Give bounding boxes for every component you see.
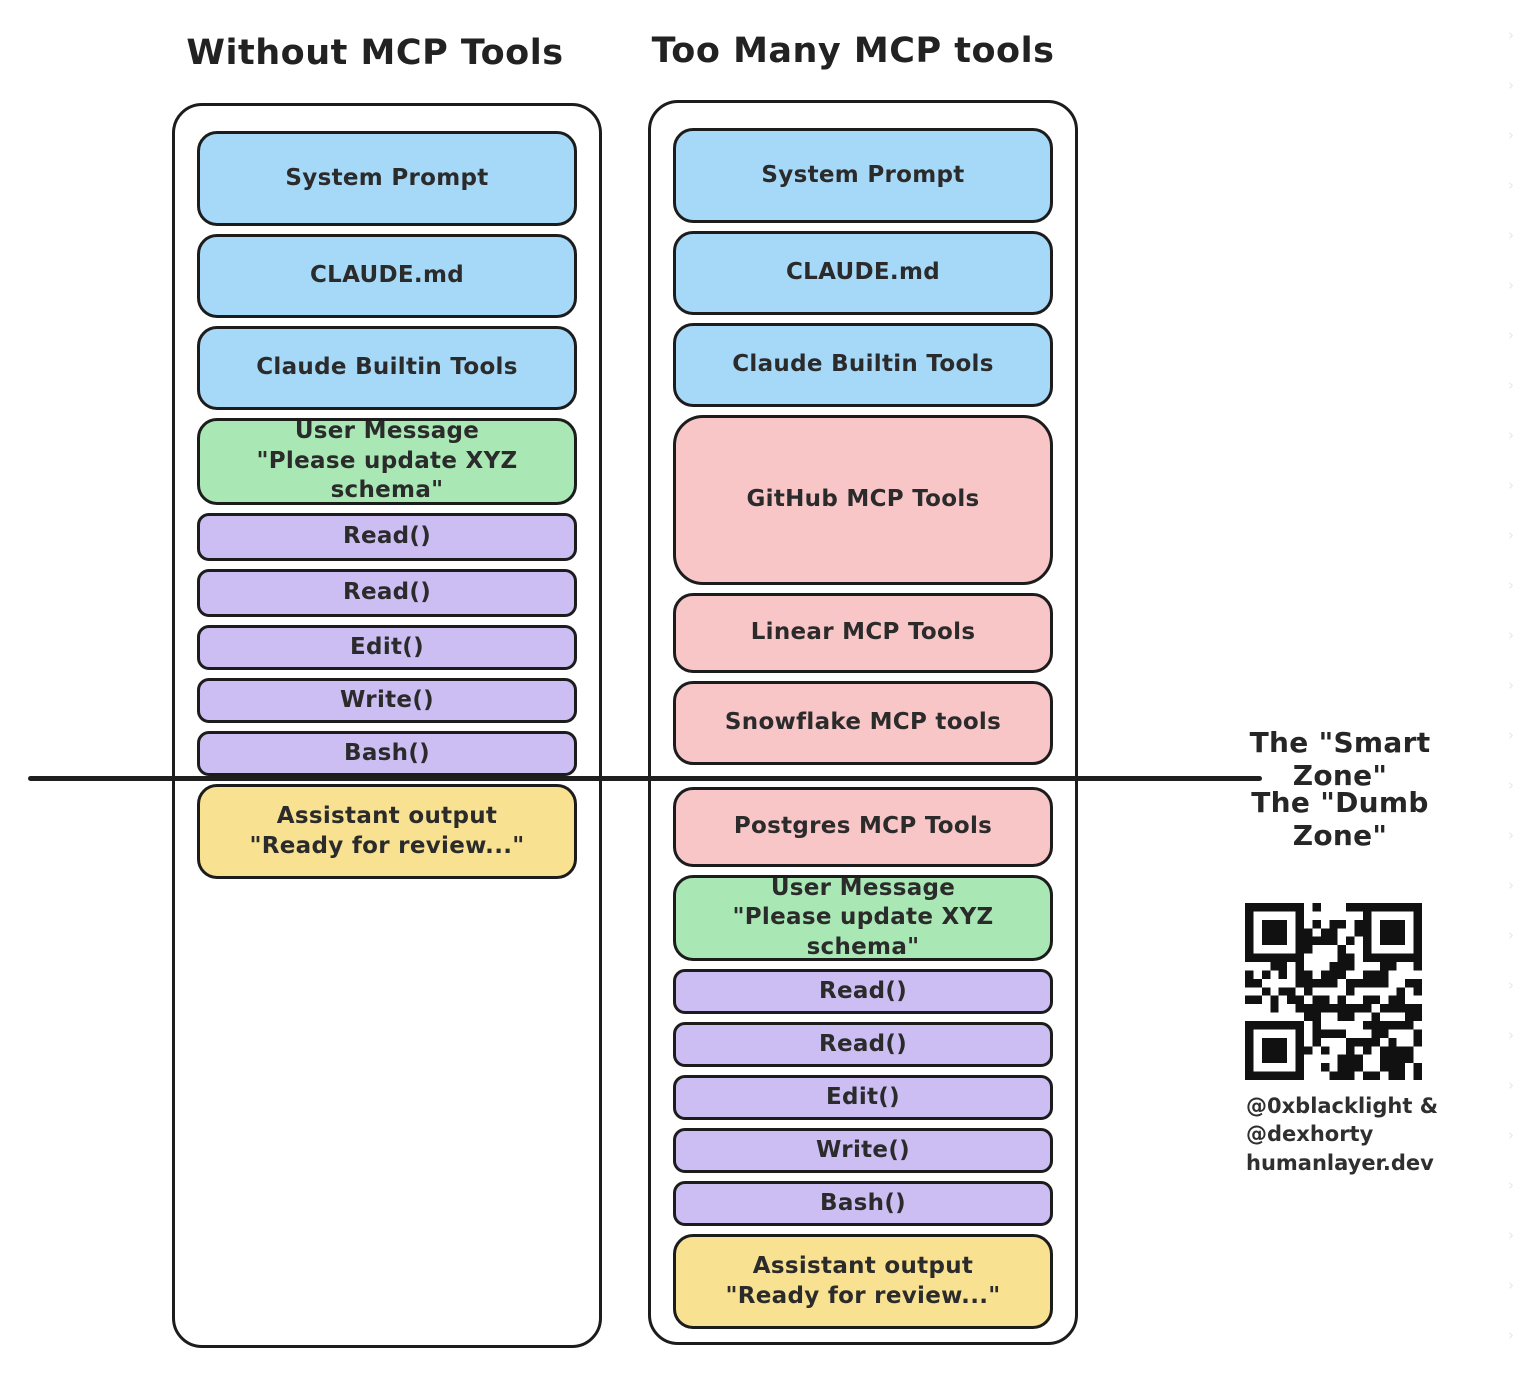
edge-tick-mark: › xyxy=(1508,826,1514,844)
context-block-system-prompt: System Prompt xyxy=(673,128,1053,223)
edge-tick-mark: › xyxy=(1508,476,1514,494)
edge-tick-mark: › xyxy=(1508,176,1514,194)
edge-tick-mark: › xyxy=(1508,876,1514,894)
context-block-bash: Bash() xyxy=(197,731,577,776)
edge-tick-mark: › xyxy=(1508,626,1514,644)
context-block-label: Snowflake MCP tools xyxy=(724,709,1002,736)
right-column-title: Too Many MCP tools xyxy=(651,31,1055,71)
qr-code xyxy=(1245,903,1422,1080)
qr-caption-line: @0xblacklight & xyxy=(1246,1094,1439,1118)
context-block-label: "Ready for review..." xyxy=(725,1282,1001,1309)
context-block-edit: Edit() xyxy=(197,625,577,670)
edge-tick-mark: › xyxy=(1508,76,1514,94)
context-block-label: Linear MCP Tools xyxy=(750,619,976,646)
edge-tick-mark: › xyxy=(1508,576,1514,594)
context-block-label: Edit() xyxy=(826,1083,900,1110)
edge-tick-mark: › xyxy=(1508,1126,1514,1144)
context-block-read: Read() xyxy=(197,569,577,617)
context-block-label: Edit() xyxy=(350,633,424,660)
dumb-zone-label: The "Dumb Zone" xyxy=(1251,786,1429,852)
context-block-label: Read() xyxy=(818,1030,908,1057)
context-block-label: System Prompt xyxy=(761,161,965,188)
context-block-claude-md: CLAUDE.md xyxy=(673,231,1053,315)
qr-caption-line: humanlayer.dev xyxy=(1246,1150,1434,1175)
context-block-label: Write() xyxy=(340,686,434,713)
edge-tick-mark: › xyxy=(1508,126,1514,144)
context-block-system-prompt: System Prompt xyxy=(197,131,577,226)
left-column-title: Without MCP Tools xyxy=(186,33,564,73)
edge-tick-mark: › xyxy=(1508,1176,1514,1194)
context-block-label: Assistant output xyxy=(276,803,498,830)
context-block-label: "Please update XYZ schema" xyxy=(732,904,994,960)
edge-tick-mark: › xyxy=(1508,726,1514,744)
context-block-label: Claude Builtin Tools xyxy=(732,351,994,378)
context-block-label: "Please update XYZ schema" xyxy=(256,447,518,504)
edge-tick-mark: › xyxy=(1508,226,1514,244)
edge-tick-mark: › xyxy=(1508,926,1514,944)
context-block-label: User Message xyxy=(770,874,956,901)
context-block-read: Read() xyxy=(197,513,577,561)
edge-tick-mark: › xyxy=(1508,1026,1514,1044)
context-block-label: "Ready for review..." xyxy=(249,832,525,859)
smart-zone-label: The "Smart Zone" xyxy=(1249,726,1431,792)
context-block-github-mcp-tools: GitHub MCP Tools xyxy=(673,415,1053,585)
context-block-label: Claude Builtin Tools xyxy=(256,354,518,381)
edge-tick-mark: › xyxy=(1508,376,1514,394)
edge-tick-mark: › xyxy=(1508,1276,1514,1294)
qr-caption-line: @dexhorty xyxy=(1246,1122,1374,1147)
context-block-label: Write() xyxy=(816,1136,910,1163)
edge-tick-mark: › xyxy=(1508,526,1514,544)
context-block-label: CLAUDE.md xyxy=(786,259,940,286)
qr-caption: @0xblacklight & @dexhorty humanlayer.dev xyxy=(1246,1092,1486,1177)
context-block-label: Read() xyxy=(818,977,908,1004)
edge-tick-mark: › xyxy=(1508,1326,1514,1344)
context-block-claude-builtin-tools: Claude Builtin Tools xyxy=(197,326,577,410)
context-block-write: Write() xyxy=(197,678,577,723)
edge-tick-mark: › xyxy=(1508,776,1514,794)
context-block-label: GitHub MCP Tools xyxy=(746,486,980,513)
context-block-snowflake-mcp-tools: Snowflake MCP tools xyxy=(673,681,1053,765)
context-block-postgres-mcp-tools: Postgres MCP Tools xyxy=(673,787,1053,867)
context-block-label: CLAUDE.md xyxy=(310,262,464,289)
edge-tick-mark: › xyxy=(1508,276,1514,294)
smart-dumb-zone-divider xyxy=(28,776,1262,781)
context-block-bash: Bash() xyxy=(673,1181,1053,1226)
edge-tick-mark: › xyxy=(1508,426,1514,444)
context-block-user-message: User Message"Please update XYZ schema" xyxy=(197,418,577,505)
edge-tick-mark: › xyxy=(1508,976,1514,994)
context-block-label: User Message xyxy=(294,418,480,445)
context-block-linear-mcp-tools: Linear MCP Tools xyxy=(673,593,1053,673)
edge-tick-mark: › xyxy=(1508,326,1514,344)
context-block-assistant-output: Assistant output"Ready for review..." xyxy=(673,1234,1053,1329)
context-block-assistant-output: Assistant output"Ready for review..." xyxy=(197,784,577,879)
context-block-label: Read() xyxy=(342,579,432,606)
edge-tick-mark: › xyxy=(1508,1076,1514,1094)
context-block-label: System Prompt xyxy=(285,164,489,191)
context-block-edit: Edit() xyxy=(673,1075,1053,1120)
context-block-read: Read() xyxy=(673,969,1053,1014)
context-block-read: Read() xyxy=(673,1022,1053,1067)
context-block-label: Bash() xyxy=(344,739,430,766)
edge-tick-mark: › xyxy=(1508,676,1514,694)
edge-tick-mark: › xyxy=(1508,26,1514,44)
edge-tick-mark: › xyxy=(1508,1226,1514,1244)
context-block-write: Write() xyxy=(673,1128,1053,1173)
context-block-label: Assistant output xyxy=(752,1253,974,1280)
context-block-user-message: User Message "Please update XYZ schema" xyxy=(673,875,1053,961)
context-block-label: Postgres MCP Tools xyxy=(733,813,993,840)
context-block-label: Bash() xyxy=(820,1189,906,1216)
context-block-claude-md: CLAUDE.md xyxy=(197,234,577,318)
context-block-label: Read() xyxy=(342,523,432,550)
context-block-claude-builtin-tools: Claude Builtin Tools xyxy=(673,323,1053,407)
